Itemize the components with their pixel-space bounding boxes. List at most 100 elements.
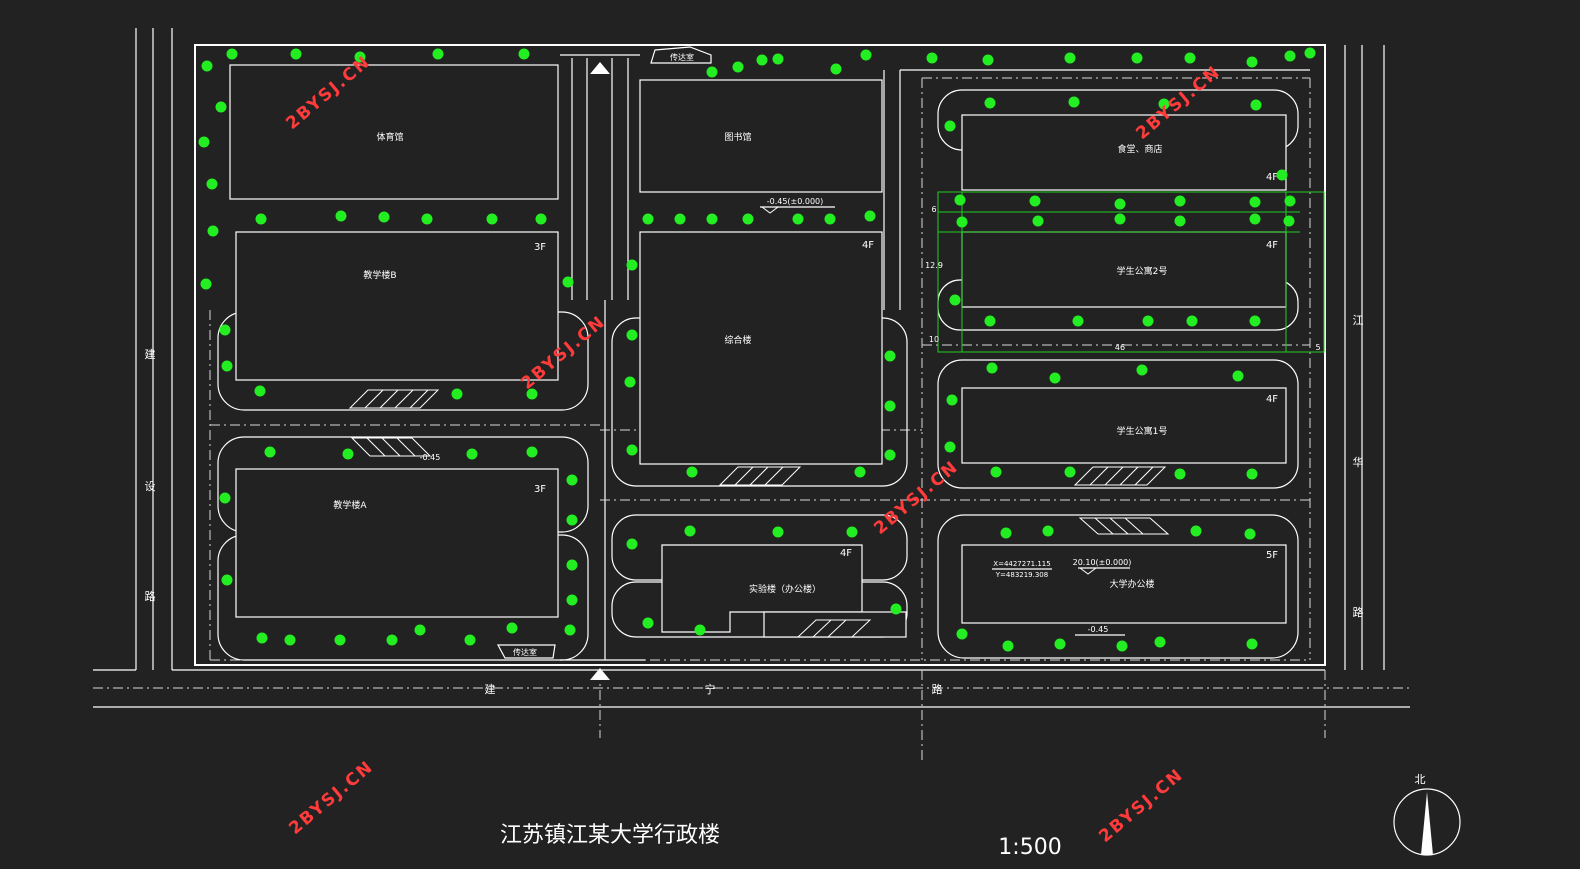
tree-icon [1154,636,1166,648]
building-tushuguan[interactable]: 图书馆 [639,79,883,193]
tree-icon [830,63,842,75]
tree-icon [221,360,233,372]
tree-icon [706,213,718,225]
dimension-frame: 6 12.9 10 46 5 [925,191,1325,353]
tree-icon [860,49,872,61]
tree-icon [1249,196,1261,208]
tree-icon [926,52,938,64]
building-gongyu-2[interactable]: 学生公寓2号 4F [961,231,1287,308]
tree-icon [642,213,654,225]
tree-icon [535,213,547,225]
tree-icon [414,624,426,636]
road-west-char: 路 [145,590,156,603]
tree-icon [1283,215,1295,227]
tree-icon [219,324,231,336]
tree-icon [451,388,463,400]
road-south-char: 宁 [705,682,716,696]
building-label: 实验楼（办公楼） [749,583,821,595]
building-shitang[interactable]: 食堂、商店 4F [961,114,1287,191]
tree-icon [1186,315,1198,327]
tree-icon [956,216,968,228]
tree-icon [984,97,996,109]
tree-icon [206,178,218,190]
tree-icon [684,525,696,537]
internal-roads [209,58,1311,661]
tree-icon [466,448,478,460]
tree-icon [1032,215,1044,227]
gate-south: 传达室 [496,644,645,680]
tree-icon [1174,195,1186,207]
building-zonghelou[interactable]: 综合楼 4F [639,231,883,465]
building-shiyanlou[interactable]: 实验楼（办公楼） 4F [661,544,907,638]
tree-icon [1114,213,1126,225]
tree-icon [642,617,654,629]
tree-icon [201,60,213,72]
trees [198,47,1316,652]
tree-icon [1246,638,1258,650]
tree-icon [506,622,518,634]
tree-icon [1190,525,1202,537]
building-label: 教学楼A [333,499,367,511]
building-tiyuguan[interactable]: 体育馆 [229,64,559,200]
tree-icon [756,54,768,66]
tree-icon [207,225,219,237]
building-gongyu-1[interactable]: 学生公寓1号 4F [961,387,1287,464]
tree-icon [990,466,1002,478]
floor-count: 4F [1266,394,1278,405]
tree-icon [526,446,538,458]
tree-icon [984,315,996,327]
dim-label: 5 [1315,343,1320,352]
tree-icon [256,632,268,644]
road-east-char: 华 [1353,455,1364,469]
building-label: 体育馆 [376,131,403,143]
road-names: 建 宁 路 建 设 路 江 华 路 [145,314,1364,696]
building-bangonglou[interactable]: 大学办公楼 5F [961,544,1287,624]
floor-count: 4F [862,240,874,251]
building-label: 大学办公楼 [1109,578,1154,590]
tree-icon [255,213,267,225]
dim-label: 10 [929,335,939,344]
annotations: -0.45(±0.000) -0.45 20.10(±0.000) X=4427… [420,197,1131,636]
tree-icon [1054,638,1066,650]
tree-icon [1249,213,1261,225]
tree-icon [686,466,698,478]
tree-icon [884,449,896,461]
building-label: 学生公寓2号 [1117,265,1168,277]
tree-icon [354,51,366,63]
tree-icon [1246,56,1258,68]
building-jiaoxuelou-b[interactable]: 教学楼B 3F [235,231,559,381]
floor-count: 4F [840,548,852,559]
tree-icon [944,120,956,132]
coord-y: Y=483219.308 [995,571,1048,579]
tree-icon [1249,315,1261,327]
elevation-office-low: -0.45 [1088,625,1109,634]
building-jiaoxuelou-a[interactable]: 教学楼A 3F [235,468,559,618]
tree-icon [1232,370,1244,382]
gate-label: 传达室 [513,647,537,657]
building-label: 图书馆 [724,131,751,143]
tree-icon [200,278,212,290]
north-label: 北 [1415,773,1426,786]
watermark: 2BYSJ.CN [1095,765,1187,847]
tree-icon [1250,99,1262,111]
tree-icon [421,213,433,225]
tree-icon [956,628,968,640]
dim-label: 6 [931,205,936,214]
tree-icon [342,448,354,460]
floor-count: 4F [1266,172,1278,183]
tree-icon [626,444,638,456]
tree-icon [949,294,961,306]
tree-icon [1158,98,1170,110]
tree-icon [464,634,476,646]
tree-icon [982,54,994,66]
tree-icon [1276,169,1288,181]
tree-icon [792,213,804,225]
tree-icon [486,213,498,225]
tree-icon [1068,96,1080,108]
tree-icon [1142,315,1154,327]
tree-icon [1042,525,1054,537]
tree-icon [1000,527,1012,539]
elevation-main: -0.45(±0.000) [767,197,824,206]
tree-icon [946,394,958,406]
